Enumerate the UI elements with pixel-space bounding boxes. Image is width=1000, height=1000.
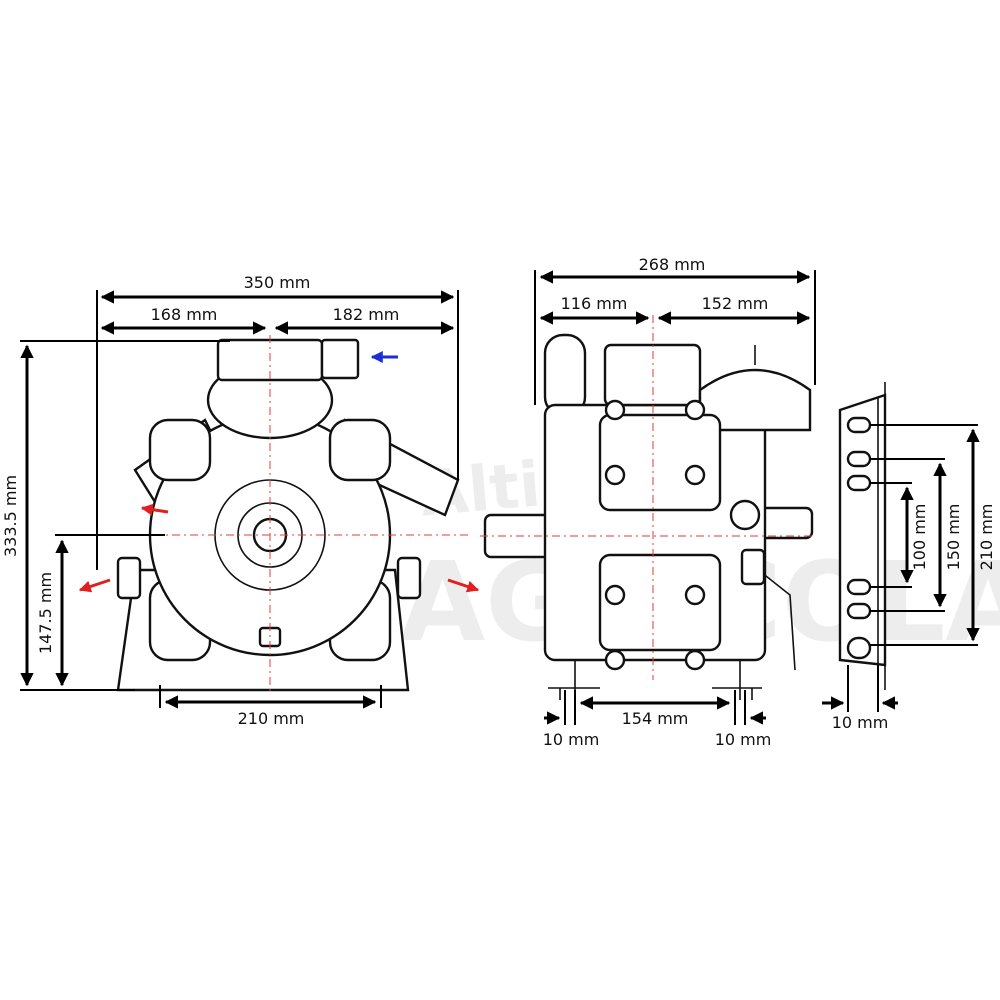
front-left-nozzle [116,556,142,600]
side-inlet-pipe [543,333,587,417]
dim-210-base-label: 210 mm [238,709,305,728]
dim-152-label: 152 mm [702,294,769,313]
side-shaft-right [758,506,814,540]
bracket-dimensions: 100 mm 150 mm 210 mm 10 mm [822,424,996,732]
dim-147-5-label: 147.5 mm [36,572,55,654]
dim-182-label: 182 mm [333,305,400,324]
side-dimensions: 268 mm 116 mm 152 mm 154 mm 10 mm 10 mm [534,255,816,749]
dim-10-right-label: 10 mm [715,730,772,749]
front-right-nozzle [396,556,422,600]
front-dimensions: 350 mm 168 mm 182 mm 333.5 mm 147.5 mm 2… [1,273,459,728]
bracket-slot-5 [846,602,872,620]
dim-10-bracket-label: 10 mm [832,713,889,732]
side-bolt-3 [604,464,626,486]
bracket-view [838,382,887,690]
dim-10-left-label: 10 mm [543,730,600,749]
dim-333-5-label: 333.5 mm [1,475,20,557]
dim-350-label: 350 mm [244,273,311,292]
front-upper-right-head [328,418,392,482]
side-accumulator-dome [698,368,812,432]
outlet-arrow-side [140,503,169,516]
dim-268-label: 268 mm [639,255,706,274]
dim-116-label: 116 mm [561,294,628,313]
dim-154-label: 154 mm [622,709,689,728]
dim-210-bracket-label: 210 mm [977,504,996,571]
side-lower-chamber [598,553,722,652]
side-bolt-6 [684,584,706,606]
side-bolt-8 [684,649,706,671]
dim-168-label: 168 mm [151,305,218,324]
side-bolt-5 [604,584,626,606]
front-upper-left-head [148,418,212,482]
side-bolt-7 [604,649,626,671]
dim-150-label: 150 mm [944,504,963,571]
side-bolt-4 [684,464,706,486]
bracket-slot-1 [846,416,872,434]
outlet-arrow-left [78,578,111,593]
front-top-fitting [320,338,360,380]
bracket-slot-2 [846,450,872,468]
side-bolt-2 [684,399,706,421]
side-upper-chamber [598,413,722,512]
bracket-slot-3 [846,474,872,492]
bracket-slot-4 [846,578,872,596]
outlet-arrow-right [447,578,480,593]
side-foot-right [712,660,762,700]
front-view [78,335,480,695]
side-bolt-1 [604,399,626,421]
side-boss [729,499,761,531]
dim-100-label: 100 mm [910,504,929,571]
side-drain-valve [740,548,766,586]
bracket-slot-6 [846,636,872,660]
